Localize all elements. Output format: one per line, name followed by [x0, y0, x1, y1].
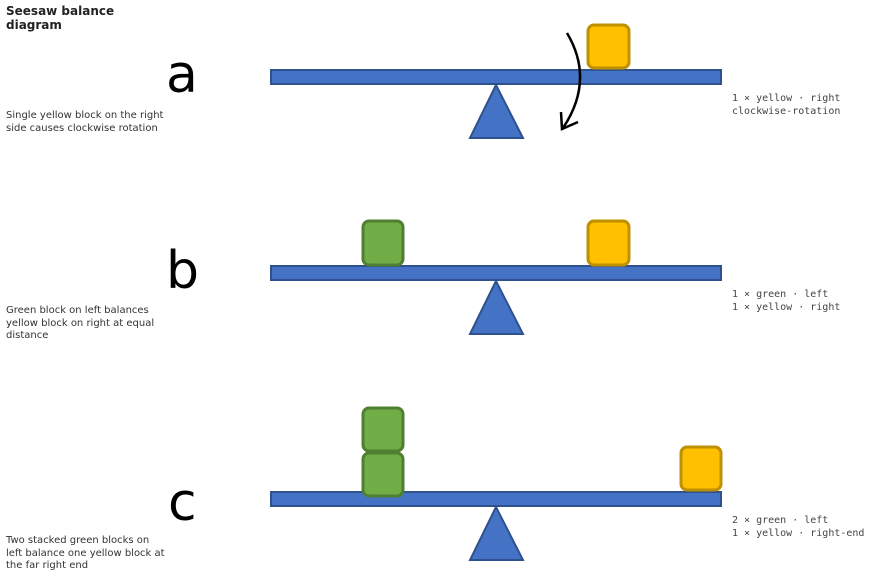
yellow-block: [679, 445, 723, 492]
block-entry: 1 × yellow · right-end: [732, 528, 865, 539]
green-block-bottom: [361, 451, 405, 498]
panel-a-arrow: clockwise-rotation: [732, 106, 841, 117]
panel-label-a: a: [166, 45, 198, 105]
page-title: Seesaw balance diagram: [6, 4, 115, 33]
beam: [270, 491, 722, 507]
panel-a: a: [166, 23, 722, 139]
yellow-block: [586, 23, 631, 70]
panel-b: b: [166, 219, 722, 335]
panel-b-blocks: 1 × green · left 1 × yellow · right: [732, 288, 888, 314]
green-block-top: [361, 406, 405, 453]
block-entry: 1 × yellow · right: [732, 302, 841, 313]
clockwise-arrow-icon: [561, 32, 582, 129]
panel-a-blocks: 1 × yellow · right: [732, 92, 888, 105]
panel-label-b: b: [166, 241, 199, 301]
green-block: [361, 219, 405, 267]
panel-a-details: 1 × yellow · right clockwise-rotation: [732, 92, 888, 118]
panel-c-details: 2 × green · left 1 × yellow · right-end: [732, 514, 888, 540]
block-entry: 2 × green · left: [732, 515, 829, 526]
beam: [270, 265, 722, 281]
fulcrum: [468, 504, 525, 561]
panel-a-description: Single yellow block on the right side ca…: [6, 110, 164, 134]
beam: [270, 69, 722, 85]
panel-b-description: Green block on left balances yellow bloc…: [6, 305, 155, 341]
block-entry: 1 × green · left: [732, 289, 829, 300]
panel-c: c: [168, 406, 723, 561]
fulcrum: [468, 82, 525, 139]
panel-b-details: 1 × green · left 1 × yellow · right: [732, 288, 888, 314]
panel-label-c: c: [168, 473, 197, 533]
panel-c-blocks: 2 × green · left 1 × yellow · right-end: [732, 514, 888, 540]
arrowhead-icon: [559, 111, 579, 131]
yellow-block: [586, 219, 631, 267]
fulcrum: [468, 278, 525, 335]
panel-c-description: Two stacked green blocks on left balance…: [6, 535, 165, 571]
block-entry: 1 × yellow · right: [732, 93, 841, 104]
